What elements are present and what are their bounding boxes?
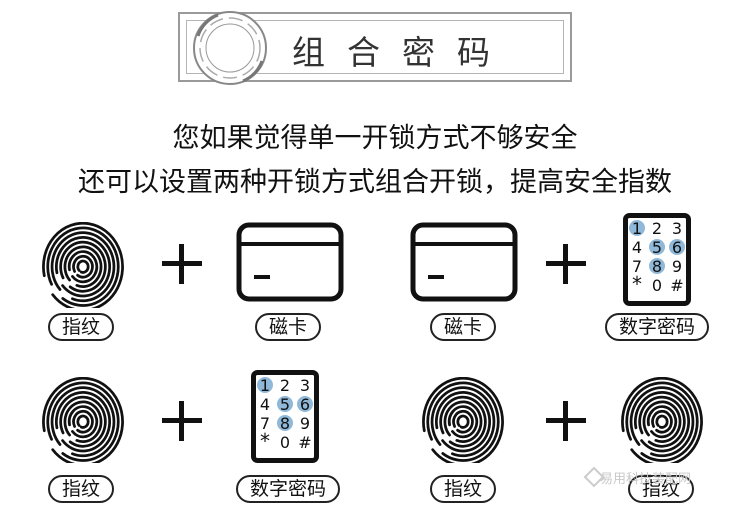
keypad-key: 3 bbox=[300, 376, 310, 395]
keypad-key: 2 bbox=[652, 219, 662, 238]
label-fingerprint: 指纹 bbox=[628, 475, 694, 503]
key-highlight bbox=[297, 396, 313, 412]
plus-icon bbox=[162, 244, 202, 284]
keypad-key: 7 bbox=[632, 257, 642, 276]
label-fingerprint: 指纹 bbox=[48, 313, 114, 341]
card-icon bbox=[236, 222, 344, 302]
fingerprint-icon bbox=[619, 376, 705, 467]
keypad-key: 8 bbox=[652, 257, 662, 276]
key-highlight bbox=[649, 239, 665, 255]
keypad-key: 5 bbox=[652, 238, 662, 257]
keypad-key: 7 bbox=[260, 414, 270, 433]
headline-line-1: 您如果觉得单一开锁方式不够安全 bbox=[172, 123, 578, 154]
keypad-key: 6 bbox=[300, 395, 310, 414]
watermark-logo-icon bbox=[583, 466, 605, 488]
keypad-key: 0 bbox=[652, 276, 662, 295]
key-highlight bbox=[629, 220, 645, 236]
keypad-key: 1 bbox=[632, 219, 642, 238]
keypad-key: 5 bbox=[280, 395, 290, 414]
key-highlight bbox=[257, 377, 273, 393]
keypad-key: * bbox=[260, 429, 270, 453]
headline-line-2: 还可以设置两种开锁方式组合开锁，提高安全指数 bbox=[78, 167, 672, 198]
fingerprint-icon bbox=[40, 221, 126, 312]
keypad-key: # bbox=[298, 433, 311, 452]
label-fingerprint: 指纹 bbox=[430, 475, 496, 503]
keypad-key: 6 bbox=[672, 238, 682, 257]
label-card: 磁卡 bbox=[430, 313, 496, 341]
keypad-key: 9 bbox=[672, 257, 682, 276]
key-highlight bbox=[649, 258, 665, 274]
keypad-key: 0 bbox=[280, 433, 290, 452]
plus-icon bbox=[162, 401, 202, 441]
keypad-key: * bbox=[632, 272, 642, 296]
keypad-key: # bbox=[670, 276, 683, 295]
label-fingerprint: 指纹 bbox=[48, 475, 114, 503]
keypad-key: 1 bbox=[260, 376, 270, 395]
label-card: 磁卡 bbox=[255, 313, 321, 341]
label-pin: 数字密码 bbox=[236, 475, 340, 503]
fingerprint-icon bbox=[40, 376, 126, 467]
key-highlight bbox=[277, 396, 293, 412]
keypad-key: 3 bbox=[672, 219, 682, 238]
card-icon bbox=[410, 222, 518, 302]
title-frame bbox=[178, 12, 572, 82]
key-highlight bbox=[277, 415, 293, 431]
page-title: 组合密码 bbox=[292, 33, 512, 72]
keypad-key: 2 bbox=[280, 376, 290, 395]
keypad-key: 8 bbox=[280, 414, 290, 433]
keypad-key: 4 bbox=[632, 238, 642, 257]
keypad-key: 4 bbox=[260, 395, 270, 414]
keypad-key: 9 bbox=[300, 414, 310, 433]
label-pin: 数字密码 bbox=[605, 313, 709, 341]
plus-icon bbox=[546, 244, 586, 284]
key-highlight bbox=[669, 239, 685, 255]
emblem-icon bbox=[193, 11, 267, 85]
watermark-text: 易用科技装配网 bbox=[600, 472, 692, 487]
plus-icon bbox=[546, 401, 586, 441]
fingerprint-icon bbox=[420, 376, 506, 467]
